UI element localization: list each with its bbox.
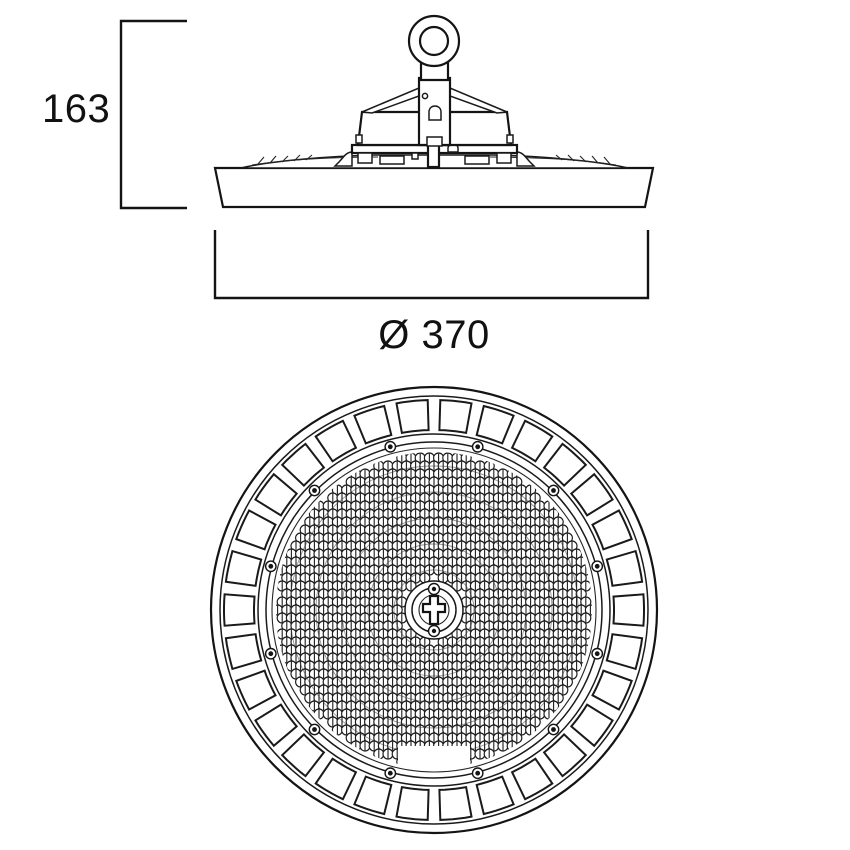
center-post <box>426 143 441 169</box>
cooling-fin-pocket <box>569 472 614 517</box>
lens-field-guide-ring <box>367 543 501 677</box>
cooling-fin-pocket <box>224 549 263 587</box>
cooling-fin-pocket <box>254 472 299 517</box>
understruct-block-3 <box>464 155 490 165</box>
screw-boss-core <box>551 727 556 732</box>
cooling-fin-pocket <box>605 549 644 587</box>
cooling-fin-pocket <box>235 509 277 551</box>
cooling-fin-pocket <box>254 703 299 748</box>
screw-boss-core <box>387 444 393 450</box>
bracket-wing-right <box>449 86 508 114</box>
cooling-fin-pocket <box>542 733 588 778</box>
height-dimension-bracket <box>119 19 187 210</box>
cooling-fin-pocket <box>235 669 277 711</box>
cooling-fin-pocket <box>314 757 358 801</box>
cooling-fin-pocket <box>475 775 515 816</box>
understruct-block-1 <box>357 152 373 164</box>
lens-field-guide-ring <box>341 517 527 703</box>
understruct-notch-left <box>411 152 419 160</box>
cooling-fin-pocket <box>223 593 256 627</box>
luminaire-disc-body <box>213 166 655 209</box>
side-elevation-view <box>213 14 655 209</box>
housing-clip-right <box>506 134 514 144</box>
housing-clip-left <box>355 134 363 144</box>
cooling-fin-pocket <box>353 404 393 445</box>
flange-support-left <box>333 151 353 167</box>
screw-boss-core <box>268 651 274 657</box>
understruct-block-2 <box>379 155 405 165</box>
cooling-fin-pocket <box>605 633 644 671</box>
cooling-fin-pocket <box>510 419 554 463</box>
hanger-plate-slot <box>428 105 442 121</box>
screw-boss-core <box>551 488 556 493</box>
diameter-dimension-label: Ø 370 <box>378 313 489 357</box>
cooling-fin-pocket <box>438 785 473 821</box>
plan-lens-border-ring <box>271 447 597 773</box>
bracket-wing-left <box>361 86 420 114</box>
cooling-fin-pocket <box>280 442 326 487</box>
hub-cross-emblem <box>421 594 447 626</box>
bottom-plan-view <box>209 385 659 835</box>
diameter-dimension: Ø 370 <box>213 230 650 357</box>
cooling-fin-pocket <box>510 757 554 801</box>
disc-fin-hatch-right <box>555 154 611 165</box>
lens-field-guide-ring <box>393 569 475 651</box>
suspension-eyelet <box>407 14 461 68</box>
screw-boss-core <box>312 488 317 493</box>
cooling-fin-pocket <box>224 633 263 671</box>
cooling-fin-pocket <box>438 399 473 435</box>
height-dimension-label: 163 <box>42 87 110 131</box>
screw-boss-core <box>268 563 274 569</box>
cooling-fin-pocket <box>591 669 633 711</box>
hub-screw-top-core <box>431 586 437 592</box>
screw-boss-core <box>594 563 600 569</box>
hub-screw-bottom-core <box>431 628 437 634</box>
cooling-fin-pocket <box>612 593 645 627</box>
eyelet-inner-hole <box>418 25 450 57</box>
cooling-fin-pocket <box>542 442 588 487</box>
cooling-fin-pocket <box>569 703 614 748</box>
screw-boss-core <box>594 651 600 657</box>
understruct-block-4 <box>496 152 512 164</box>
screw-boss-core <box>475 770 481 776</box>
cooling-fin-pocket <box>395 785 430 821</box>
flange-support-right <box>516 151 536 167</box>
hanger-plate-foot <box>426 136 443 147</box>
height-dimension: 163 <box>42 19 187 210</box>
screw-boss-group <box>264 440 604 780</box>
cooling-fin-pocket <box>475 404 515 445</box>
cooling-fin-pocket <box>591 509 633 551</box>
cooling-fin-pocket <box>353 775 393 816</box>
screw-boss-core <box>475 444 481 450</box>
led-lens-array <box>276 452 592 764</box>
central-hub <box>404 580 464 640</box>
hanger-plate-hole <box>421 92 429 100</box>
screw-boss-core <box>312 727 317 732</box>
diameter-dimension-bracket <box>213 230 650 300</box>
lens-field-guide-ring <box>315 491 553 729</box>
cooling-fin-pocket <box>395 399 430 435</box>
cooling-fin-pockets <box>223 399 645 821</box>
disc-fin-hatch-left <box>257 154 313 165</box>
screw-boss-core <box>387 770 393 776</box>
cooling-fin-pocket <box>280 733 326 778</box>
driver-understructure <box>357 143 512 169</box>
cooling-fin-pocket <box>314 419 358 463</box>
